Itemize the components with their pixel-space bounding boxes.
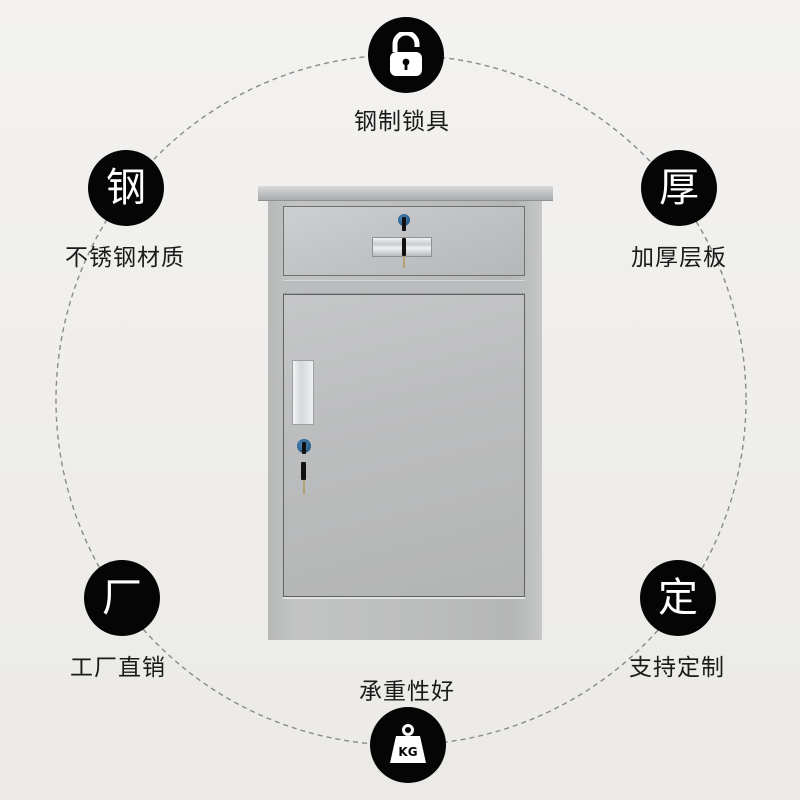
custom-character-icon: 定 xyxy=(640,560,716,636)
door-key-icon xyxy=(302,442,306,454)
kg-weight-icon: KG xyxy=(370,707,446,783)
feature-label-custom: 支持定制 xyxy=(629,655,725,681)
feature-label-steel: 不锈钢材质 xyxy=(65,245,185,271)
door-edge xyxy=(283,597,525,599)
steel-character-icon: 钢 xyxy=(88,150,164,226)
padlock-icon xyxy=(368,17,444,93)
drawer-key-blade xyxy=(403,256,405,268)
feature-label-lock: 钢制锁具 xyxy=(354,109,450,135)
kg-text: KG xyxy=(398,745,417,759)
door-handle xyxy=(292,360,314,425)
door-key-blade xyxy=(303,480,305,494)
cabinet-door xyxy=(283,294,525,597)
feature-label-thick: 加厚层板 xyxy=(631,245,727,271)
door-key-fob xyxy=(301,462,306,480)
drawer-key-fob xyxy=(402,238,406,256)
feature-label-weight: 承重性好 xyxy=(359,679,455,705)
factory-character-icon: 厂 xyxy=(84,560,160,636)
cabinet-rail xyxy=(283,280,525,294)
thick-character-icon: 厚 xyxy=(641,150,717,226)
feature-label-factory: 工厂直销 xyxy=(70,655,166,681)
drawer-key-icon xyxy=(402,217,406,231)
cabinet-top xyxy=(258,186,553,201)
